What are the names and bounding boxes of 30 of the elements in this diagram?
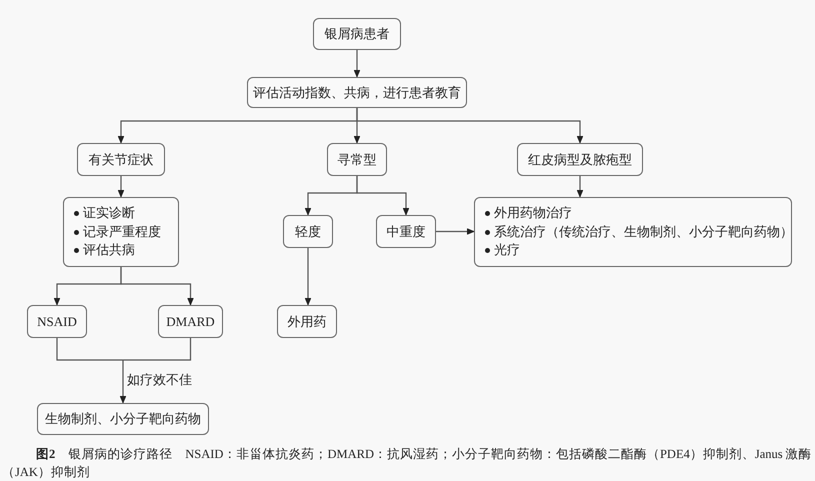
process-box: 银屑病患者: [313, 18, 401, 50]
edge-label: 如疗效不佳: [127, 371, 192, 389]
process-box: [474, 197, 792, 267]
process-box: 有关节症状: [77, 143, 165, 176]
arrow: [436, 228, 474, 235]
arrow: [304, 248, 312, 306]
arrow: [356, 176, 410, 216]
process-box: DMARD: [158, 305, 223, 338]
process-box: 轻度: [283, 215, 333, 248]
arrow: [356, 108, 584, 144]
process-box: 寻常型: [327, 143, 387, 176]
caption: 图2 银屑病的诊疗路径 NSAID：非甾体抗炎药；DMARD：抗风湿药；小分子靶向药物：包括磷酸二酯酶（PDE4）抑制剂、Janus 激酶（JAK）抑制剂: [2, 446, 813, 481]
arrow: [56, 337, 192, 404]
list-item: 证实诊断: [83, 204, 135, 222]
process-box: 外用药: [277, 305, 337, 338]
process-box: 中重度: [376, 215, 436, 248]
list-item: 记录严重程度: [83, 222, 161, 241]
list-item: 系统治疗（传统治疗、生物制剂、小分子靶向药物）: [494, 222, 793, 241]
list-item: 外用药物治疗: [494, 204, 572, 222]
process-box: NSAID: [27, 305, 87, 338]
process-box: 评估活动指数、共病，进行患者教育: [247, 77, 467, 108]
process-box: 红皮病型及脓疱型: [517, 143, 643, 176]
arrow: [120, 267, 194, 306]
arrow: [576, 176, 584, 198]
process-box: [63, 197, 179, 267]
list-item: 光疗: [494, 241, 520, 260]
arrow: [354, 50, 360, 78]
list-item: 评估共病: [83, 241, 135, 260]
process-box: 生物制剂、小分子靶向药物: [37, 403, 209, 435]
arrow: [118, 176, 124, 198]
